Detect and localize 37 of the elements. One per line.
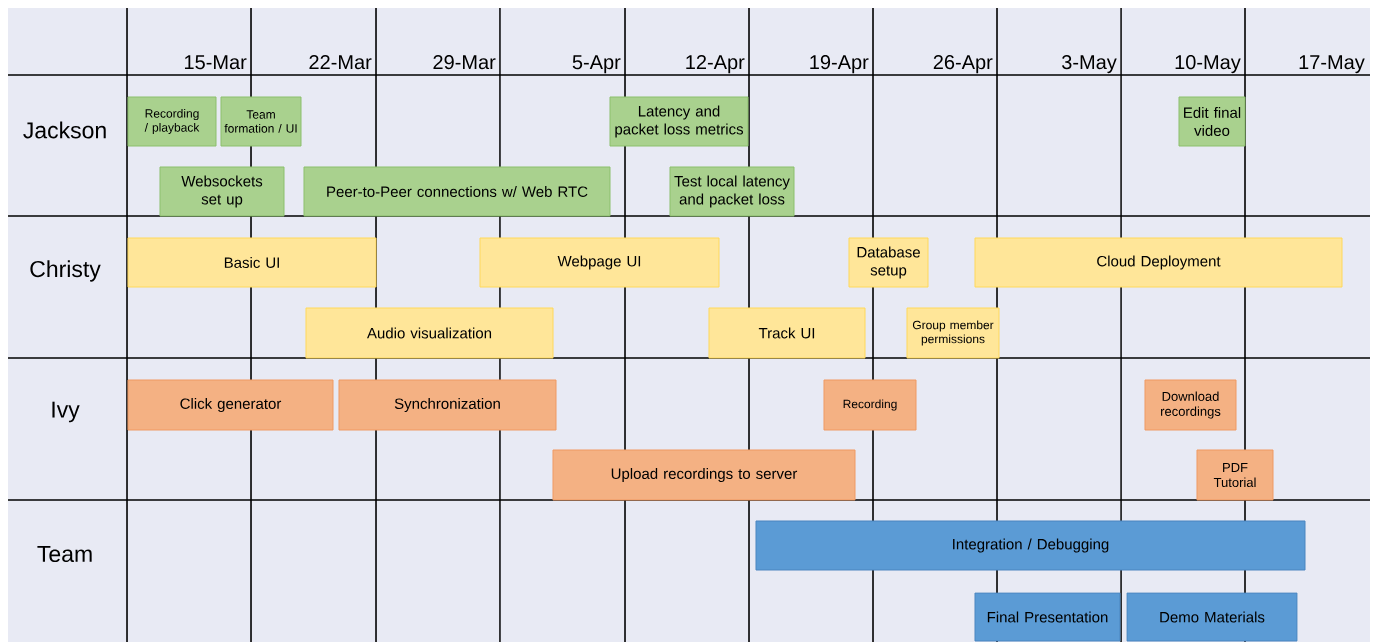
date-label: 26-Apr — [933, 55, 993, 74]
task-bar: Click generator — [127, 379, 334, 431]
date-label: 3-May — [1062, 55, 1117, 74]
task-bar: Peer-to-Peer connections w/ Web RTC — [303, 166, 611, 217]
row-label: Ivy — [52, 401, 80, 423]
date-label: 29-Mar — [433, 55, 496, 70]
task-bar: Demo Materials — [1126, 592, 1298, 642]
date-label: 12-Apr — [686, 55, 745, 74]
task-bar: PDF Tutorial — [1196, 449, 1274, 501]
task-bar: Test local latency and packet loss — [669, 166, 795, 217]
task-bar: Webpage UI — [479, 237, 720, 288]
task-bar: Basic UI — [127, 237, 377, 288]
task-bar: Upload recordings to server — [552, 449, 856, 501]
task-bar: Recording / playback — [127, 96, 217, 147]
date-label: 5-Apr — [572, 55, 621, 74]
task-bar: Database setup — [848, 237, 929, 288]
task-bar: Websockets set up — [159, 166, 285, 217]
date-label: 10-May — [1175, 55, 1241, 74]
task-bar: Latency and packet loss metrics — [609, 96, 749, 147]
row-label: Christy — [30, 260, 101, 282]
date-label: 17-May — [1299, 55, 1365, 74]
task-bar: Team formation / UI — [220, 96, 302, 147]
date-label: 19-Apr — [810, 55, 869, 74]
date-label: 22-Mar — [309, 55, 372, 70]
task-bar: Audio visualization — [305, 307, 554, 359]
task-bar: Recording — [823, 379, 917, 431]
task-bar: Track UI — [708, 307, 866, 359]
date-label: 15-Mar — [185, 55, 247, 70]
task-bar: Final Presentation — [974, 592, 1121, 642]
task-bar: Edit final video — [1178, 96, 1246, 147]
task-bar: Synchronization — [338, 379, 557, 431]
task-bar: Download recordings — [1144, 379, 1237, 431]
row-label: Team — [37, 545, 92, 562]
row-label: Jackson — [23, 121, 106, 139]
task-bar: Group member permissions — [906, 307, 1000, 359]
task-bar: Integration / Debugging — [755, 520, 1306, 571]
task-bar: Cloud Deployment — [974, 237, 1343, 288]
